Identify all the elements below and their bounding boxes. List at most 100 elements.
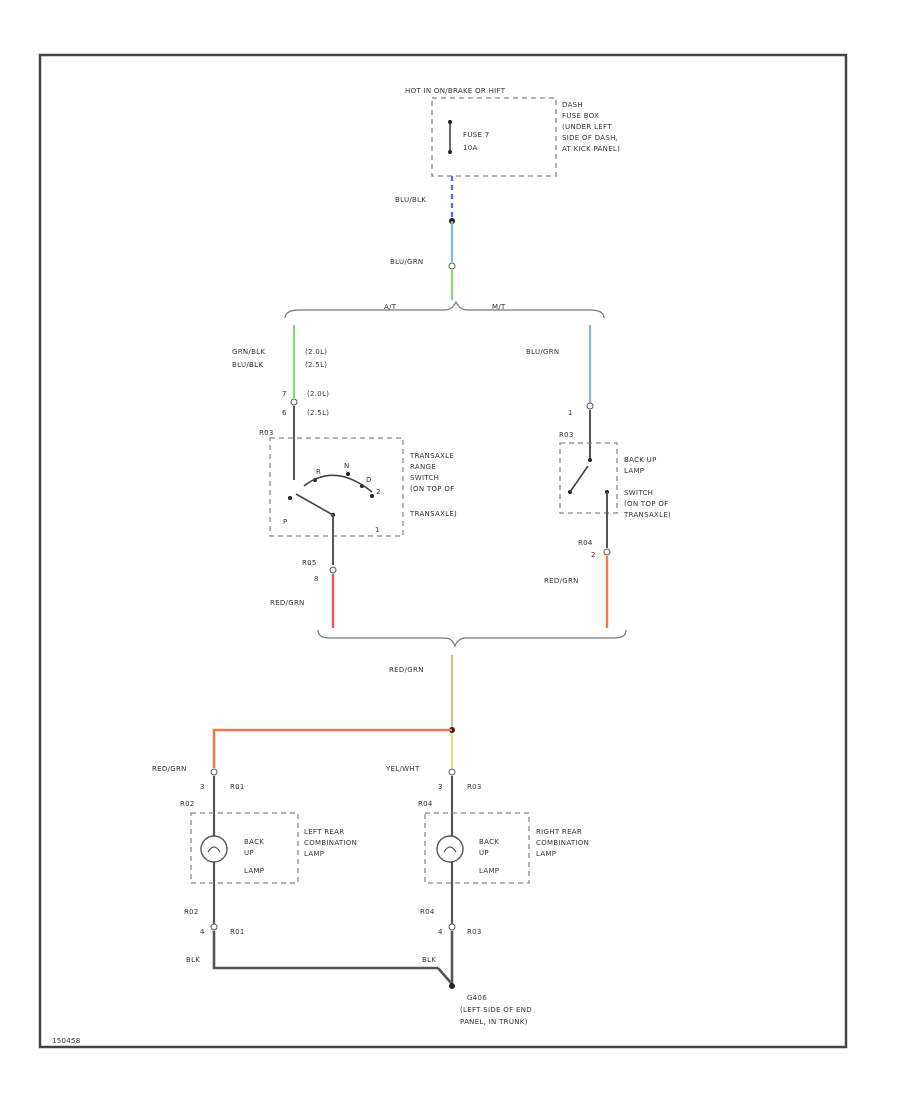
tr-pin-top-1-note: (2.0L) xyxy=(307,390,329,398)
rl-name-3: LAMP xyxy=(479,867,499,875)
ll-connector-top xyxy=(210,768,218,776)
backup-lamp-switch xyxy=(559,442,618,514)
left-rear-combination-lamp xyxy=(190,812,299,884)
tr-contact-label-d: D xyxy=(366,476,372,484)
bl-connector-bottom-label: R04 xyxy=(578,539,593,547)
wire-left-lamp-feed xyxy=(212,728,452,768)
rl-label-1: RIGHT REAR xyxy=(536,828,582,836)
rl-pin-top: 3 xyxy=(438,783,443,791)
transaxle-range-switch xyxy=(269,437,404,537)
tr-pin-top-2: 6 xyxy=(282,409,287,417)
bl-connector-bottom xyxy=(603,548,611,556)
bl-pin-top: 1 xyxy=(568,409,573,417)
connector-main-feed xyxy=(448,262,456,270)
tr-label-1: TRANSAXLE xyxy=(409,452,454,460)
rl-name-2: UP xyxy=(479,849,489,857)
tr-label-4: (ON TOP OF xyxy=(410,485,454,493)
ground-label-2: PANEL, IN TRUNK) xyxy=(460,1018,528,1026)
bl-contact-top xyxy=(588,458,592,462)
fuse-box-location-1: DASH xyxy=(562,101,583,109)
ll-connector: R02 xyxy=(180,800,195,808)
diagram-frame xyxy=(38,53,848,1049)
wire-label-at-branch-2: BLU/BLK xyxy=(232,361,263,369)
ll-bulb xyxy=(200,835,228,863)
tr-connector-bottom-label: R05 xyxy=(302,559,317,567)
fuse-box-header: HOT IN ON/BRAKE OR HIFT xyxy=(405,87,506,95)
rl-label-2: COMBINATION xyxy=(536,839,589,847)
fuse-rating: 10A xyxy=(463,144,478,152)
rl-pin-bottom: 4 xyxy=(438,928,443,936)
wire-label-ground-right: BLK xyxy=(422,956,436,964)
fuse-box-location-4: SIDE OF DASH, xyxy=(562,134,618,142)
bl-label-1: BACK UP xyxy=(624,456,657,464)
wire-label-main-feed: BLU/GRN xyxy=(390,258,423,266)
bl-label-5: TRANSAXLE) xyxy=(623,511,671,519)
ll-name-3: LAMP xyxy=(244,867,264,875)
ll-bulb-filament xyxy=(207,846,221,853)
ll-label-2: COMBINATION xyxy=(304,839,357,847)
bl-connector-top xyxy=(586,402,594,410)
rl-conn-bottom-2: R03 xyxy=(467,928,482,936)
wire-label-tr-out: RED/GRN xyxy=(270,599,305,607)
wire-label-mt-branch: BLU/GRN xyxy=(526,348,559,356)
tr-pin-top-1: 7 xyxy=(282,390,287,398)
tr-contact-label-1: 1 xyxy=(375,526,380,534)
rl-connector: R04 xyxy=(418,800,433,808)
bl-label-2: LAMP xyxy=(624,467,644,475)
wire-label-ground-left: BLK xyxy=(186,956,200,964)
bl-switch-arm xyxy=(569,465,589,493)
ground-id: G406 xyxy=(467,994,487,1002)
branch-label-mt: M/T xyxy=(492,303,506,311)
fuse-box xyxy=(431,97,557,177)
tr-connector-bottom xyxy=(329,566,337,574)
tr-contact-p xyxy=(288,496,292,500)
ll-conn-top: R01 xyxy=(230,783,245,791)
bl-pin-bottom: 2 xyxy=(591,551,596,559)
fuse-box-location-3: (UNDER LEFT xyxy=(562,123,612,131)
tr-label-3: SWITCH xyxy=(410,474,439,482)
fuse-box-location-5: AT KICK PANEL) xyxy=(562,145,620,153)
rl-connector-bottom xyxy=(448,923,456,931)
tr-pin-top-2-note: (2.5L) xyxy=(307,409,329,417)
branch-brace xyxy=(284,300,605,319)
tr-contact-2 xyxy=(370,494,374,498)
tr-connector-label: R03 xyxy=(259,429,274,437)
wire-label-right-lamp-in: YEL/WHT xyxy=(385,765,420,773)
ll-conn-bottom-2: R01 xyxy=(230,928,245,936)
rl-bulb-filament xyxy=(443,846,457,853)
wire-label-at-branch-2-note: (2.5L) xyxy=(305,361,327,369)
fuse-name: FUSE 7 xyxy=(463,131,490,139)
tr-label-2: RANGE xyxy=(410,463,436,471)
ll-pin-bottom: 4 xyxy=(200,928,205,936)
wire-label-at-branch-1: GRN/BLK xyxy=(232,348,265,356)
wire-ground-join xyxy=(437,967,453,985)
ground-point xyxy=(449,983,455,989)
tr-contact-label-p: P xyxy=(283,518,288,526)
right-rear-combination-lamp xyxy=(424,812,530,884)
ll-conn-bottom: R02 xyxy=(184,908,199,916)
bl-label-4: (ON TOP OF xyxy=(624,500,668,508)
ll-label-1: LEFT REAR xyxy=(304,828,344,836)
tr-connector-top xyxy=(290,398,298,406)
rl-connector-top xyxy=(448,768,456,776)
fuse-terminal-top xyxy=(448,120,452,124)
branch-label-at: A/T xyxy=(384,303,397,311)
tr-label-5: TRANSAXLE) xyxy=(409,510,457,518)
rl-bulb xyxy=(436,835,464,863)
ground-label-1: (LEFT SIDE OF END xyxy=(460,1006,532,1014)
wire-label-bl-out: RED/GRN xyxy=(544,577,579,585)
rl-conn-bottom: R04 xyxy=(420,908,435,916)
figure-id: 150458 xyxy=(52,1037,81,1045)
tr-switch-arm xyxy=(295,493,334,516)
tr-pin-bottom: 8 xyxy=(314,575,319,583)
wire-label-at-branch-1-note: (2.0L) xyxy=(305,348,327,356)
ll-name-2: UP xyxy=(244,849,254,857)
tr-contact-label-r: R xyxy=(316,468,321,476)
ll-pin-top: 3 xyxy=(200,783,205,791)
fuse-box-location-2: FUSE BOX xyxy=(562,112,599,120)
wire-ground-left xyxy=(212,931,438,970)
fuse-terminal-bottom xyxy=(448,150,452,154)
ll-label-3: LAMP xyxy=(304,850,324,858)
rl-conn-top: R03 xyxy=(467,783,482,791)
